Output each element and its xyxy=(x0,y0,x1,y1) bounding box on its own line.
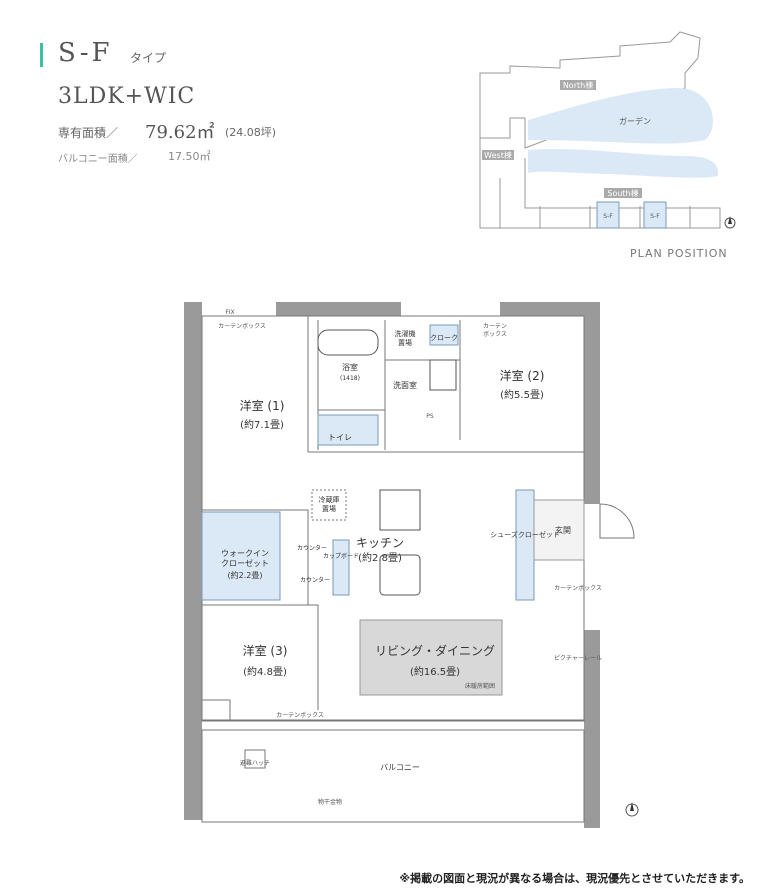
garden-label: ガーデン xyxy=(619,116,651,126)
exterior-walls xyxy=(184,302,600,828)
room-wic: ウォークイン xyxy=(221,549,269,558)
room-kitchen: キッチン xyxy=(356,536,404,550)
floor-area-tsubo: (24.08坪) xyxy=(225,126,277,139)
room-balcony: バルコニー xyxy=(380,763,420,772)
south-wing-label: South棟 xyxy=(607,188,638,198)
room-kitchen-size: (約2.8畳) xyxy=(358,551,402,564)
evac-hatch-icon xyxy=(244,749,266,769)
fridge-space xyxy=(311,489,347,521)
room-bath-spec: (1418) xyxy=(340,375,360,382)
room-counter-a: カウンター xyxy=(297,544,327,552)
room-washroom: 洗面室 xyxy=(393,380,417,390)
interior-walls xyxy=(201,315,585,823)
entrance-door xyxy=(599,503,635,539)
site-plan-map: North棟 West棟 South棟 ガーデン S-F S-F xyxy=(479,31,736,229)
room-western-2-size: (約5.5畳) xyxy=(500,388,544,401)
label-drying: 物干金物 xyxy=(318,798,342,806)
disclaimer-note: ※掲載の図面と現況が異なる場合は、現況優先とさせていただきます。 xyxy=(399,872,750,885)
floor-plan-north-icon xyxy=(625,802,639,817)
west-wing-label: West棟 xyxy=(484,150,512,160)
room-washer: 洗濯機 xyxy=(395,329,416,338)
room-shoes-closet: シューズクローゼット xyxy=(490,530,560,539)
kitchen-sink xyxy=(379,554,421,596)
west-wing-tag xyxy=(482,150,514,160)
wic-area xyxy=(201,511,281,601)
north-arrow-icon xyxy=(724,216,736,229)
room-cloak: クローク xyxy=(430,334,458,342)
cooktop xyxy=(379,489,421,531)
room-wic-2: クローゼット xyxy=(221,558,269,568)
floor-area-value: 79.62㎡ xyxy=(145,122,215,143)
site-unit-b-label: S-F xyxy=(650,213,660,220)
unit-type-name: S-F xyxy=(58,38,113,68)
room-bath: 浴室 xyxy=(342,362,358,372)
site-unit-b xyxy=(643,201,667,229)
north-wing-tag xyxy=(560,80,596,90)
label-curtain-box-side: カーテンボックス xyxy=(554,584,602,592)
room-cupboard: カップボード xyxy=(323,552,359,560)
room-entrance: 玄関 xyxy=(555,525,571,535)
room-wic-size: (約2.2畳) xyxy=(228,570,263,580)
site-plan-outline xyxy=(479,31,721,229)
accent-bar xyxy=(40,43,43,67)
site-unit-a xyxy=(596,201,620,229)
room-counter-b: カウンター xyxy=(300,576,330,584)
site-unit-a-label: S-F xyxy=(603,213,613,220)
balcony-area-label: バルコニー面積／ xyxy=(58,154,138,165)
label-picture-rail: ピクチャーレール xyxy=(554,655,602,662)
floor-plan: 洋室 (1) (約7.1畳) 洋室 (2) (約5.5畳) 洋室 (3) (約4… xyxy=(184,302,639,828)
label-curtain-box-bottom: カーテンボックス xyxy=(276,711,324,719)
room-fridge: 冷蔵庫 xyxy=(319,495,340,504)
plan-position-label: PLAN POSITION xyxy=(630,247,728,260)
label-fix: FIX xyxy=(225,309,234,316)
label-curtain-box: カーテンボックス xyxy=(218,322,266,330)
room-western-3-size: (約4.8畳) xyxy=(243,665,287,678)
room-fridge-2: 置場 xyxy=(322,504,336,513)
bathtub xyxy=(317,329,379,356)
shoes-closet-area xyxy=(515,489,535,601)
label-pipe-space: PS xyxy=(426,413,434,420)
room-living-size: (約16.5畳) xyxy=(410,665,460,678)
room-western-2: 洋室 (2) xyxy=(500,368,545,383)
room-western-3: 洋室 (3) xyxy=(243,643,288,658)
garden-pond-upper xyxy=(528,88,713,144)
cupboard-area xyxy=(332,539,350,596)
toilet-area xyxy=(317,414,379,446)
layout-label: 3LDK+WIC xyxy=(58,84,196,109)
room-living: リビング・ダイニング xyxy=(375,643,495,658)
washbasin xyxy=(429,359,457,391)
cloak-area xyxy=(429,324,459,346)
label-curtain-box-2: カーテン xyxy=(483,323,507,330)
room-western-1-size: (約7.1畳) xyxy=(240,418,284,431)
balcony-area-value: 17.50㎡ xyxy=(168,150,211,163)
room-western-1: 洋室 (1) xyxy=(240,398,285,413)
entrance-floor xyxy=(533,499,585,561)
floor-area-label: 専有面積／ xyxy=(58,126,119,140)
unit-type-suffix: タイプ xyxy=(130,51,167,65)
south-wing-tag xyxy=(604,188,642,198)
garden-pond-lower xyxy=(528,149,719,178)
north-wing-label: North棟 xyxy=(563,80,593,90)
label-floor-heating: 床暖房範囲 xyxy=(465,682,495,690)
label-evac-hatch: 避難ハッチ xyxy=(240,759,270,767)
room-washer-2: 置場 xyxy=(398,338,412,347)
label-curtain-box-3: ボックス xyxy=(483,330,507,338)
room-toilet: トイレ xyxy=(328,433,352,442)
